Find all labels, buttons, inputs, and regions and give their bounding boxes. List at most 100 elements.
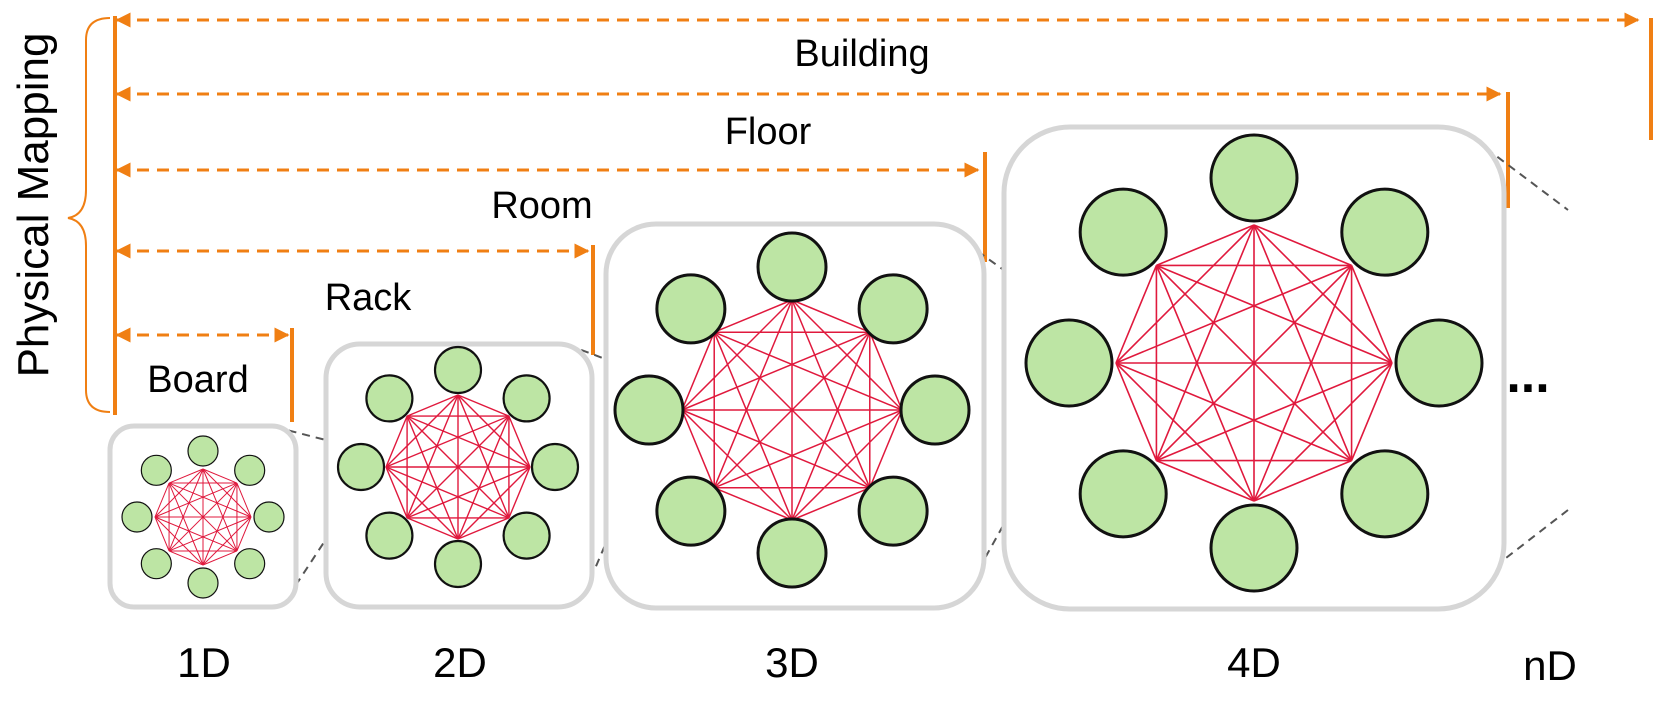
mesh-edge — [681, 409, 715, 489]
mesh-edge — [508, 415, 531, 468]
mesh-node — [655, 475, 727, 547]
mesh-edge — [1253, 224, 1353, 461]
mesh-edge — [869, 331, 903, 411]
mesh-1d — [121, 435, 285, 599]
mesh-edge — [1156, 264, 1393, 364]
mesh-edge — [869, 409, 903, 489]
mesh-edge — [1253, 459, 1352, 502]
dimension-label-3d: 3D — [765, 639, 819, 686]
mesh-node — [433, 345, 483, 395]
mesh-node — [655, 273, 727, 345]
mesh-node — [1024, 318, 1114, 408]
mesh-node — [502, 374, 551, 423]
board-label: Board — [147, 359, 248, 401]
mesh-4d — [1024, 133, 1484, 593]
mesh-edge — [713, 331, 871, 489]
mesh-node — [433, 539, 483, 589]
mesh-3d — [613, 231, 971, 589]
mesh-edge — [385, 466, 459, 540]
range-building: Building — [115, 12, 1653, 140]
mesh-edge — [713, 331, 793, 521]
mesh-edge — [202, 550, 238, 566]
mesh-edge — [713, 299, 793, 489]
mesh-node — [857, 475, 929, 547]
building-label: Building — [794, 33, 929, 75]
mesh-edge — [791, 299, 871, 489]
mesh-edge — [713, 299, 793, 333]
mesh-edge — [681, 331, 715, 411]
range-rack: Rack — [115, 243, 595, 355]
mesh-node — [1078, 187, 1168, 277]
mesh-edge — [1350, 362, 1393, 461]
mesh-node — [1394, 318, 1484, 408]
mesh-edge — [457, 394, 510, 417]
mesh-edge — [168, 482, 238, 552]
brace-icon — [67, 17, 111, 413]
mesh-edge — [406, 415, 459, 540]
mesh-edge — [713, 409, 903, 489]
mesh-edge — [1253, 265, 1353, 502]
dimension-label-2d: 2D — [433, 639, 487, 686]
mesh-edge — [1155, 264, 1353, 462]
mesh-edge — [1253, 224, 1352, 267]
mesh-edge — [1156, 224, 1255, 267]
mesh-edge — [1350, 265, 1393, 364]
ellipsis: ... — [1506, 346, 1549, 404]
mesh-2d — [336, 345, 580, 589]
mesh-node — [140, 548, 172, 580]
mesh-node — [899, 374, 971, 446]
mesh-edge — [236, 516, 252, 552]
mesh-node — [187, 435, 219, 467]
mesh-edge — [154, 516, 170, 552]
mesh-edge — [457, 517, 510, 540]
physical-mapping-label: Physical Mapping — [9, 33, 58, 378]
mesh-edge — [168, 468, 204, 484]
mesh-node — [1340, 449, 1430, 539]
mesh-edge — [791, 299, 871, 333]
mesh-node — [530, 442, 580, 492]
range-room: Room — [115, 152, 987, 262]
mesh-edge — [202, 468, 238, 484]
mesh-node — [121, 501, 153, 533]
mesh-node — [756, 231, 828, 303]
mesh-node — [234, 548, 266, 580]
mesh-edge — [713, 487, 793, 521]
mesh-edge — [1115, 362, 1158, 461]
mesh-edge — [1115, 264, 1352, 364]
mesh-edge — [1156, 362, 1393, 462]
dimension-label-1d: 1D — [177, 639, 231, 686]
mesh-edge — [168, 482, 252, 518]
mesh-edge — [406, 394, 459, 417]
mesh-edge — [1115, 362, 1352, 462]
mesh-edge — [508, 466, 531, 519]
mesh-edge — [681, 409, 793, 521]
range-floor: Floor — [115, 86, 1510, 208]
mesh-edge — [681, 331, 871, 411]
mesh-node — [613, 374, 685, 446]
mesh-node — [336, 442, 386, 492]
dimension-label-nd: nD — [1523, 642, 1577, 689]
mesh-edge — [406, 415, 510, 519]
mesh-node — [756, 517, 828, 589]
mesh-edge — [168, 550, 204, 566]
mesh-node — [502, 511, 551, 560]
mesh-node — [234, 454, 266, 486]
mesh-edge — [1155, 265, 1255, 502]
mesh-edge — [385, 415, 408, 468]
mesh-node — [140, 454, 172, 486]
range-board: Board — [115, 327, 294, 422]
mesh-edge — [713, 331, 903, 411]
mesh-edge — [1155, 224, 1255, 461]
mesh-edge — [791, 487, 871, 521]
mesh-edge — [168, 482, 204, 566]
mesh-node — [1340, 187, 1430, 277]
mesh-edge — [1156, 459, 1255, 502]
room-label: Room — [491, 185, 592, 227]
mesh-node — [187, 567, 219, 599]
mesh-node — [1209, 133, 1299, 223]
rack-label: Rack — [325, 277, 413, 319]
mesh-edge — [406, 517, 459, 540]
dimension-label-4d: 4D — [1227, 639, 1281, 686]
